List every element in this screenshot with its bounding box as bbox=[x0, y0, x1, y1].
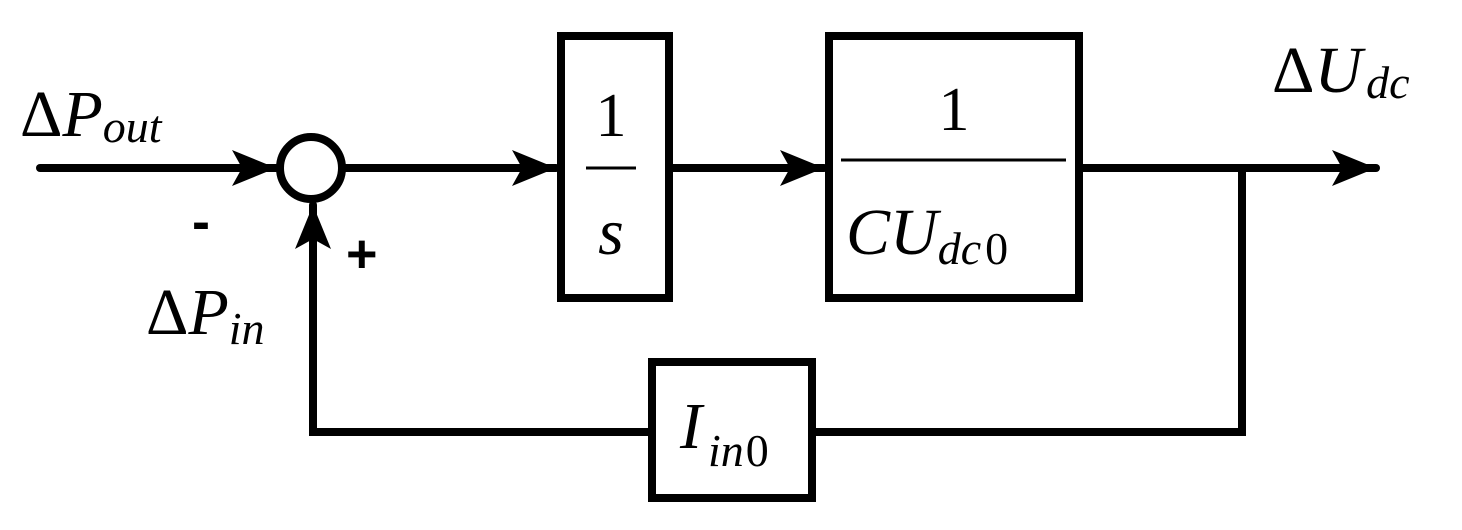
label-delta-p-in: ΔPin bbox=[146, 276, 265, 354]
feedback-line-left bbox=[295, 201, 654, 436]
plus-sign: + bbox=[346, 224, 378, 284]
capacitor-gain-block bbox=[825, 32, 1083, 302]
feedback-line-right bbox=[809, 164, 1246, 436]
label-delta-p-out: ΔPout bbox=[20, 78, 163, 152]
integrator-block bbox=[557, 32, 673, 302]
integrator-numerator: 1 bbox=[596, 82, 627, 150]
label-delta-u-dc: ΔUdc bbox=[1272, 34, 1410, 108]
capacitor-denominator: CUdc0 bbox=[846, 196, 1008, 274]
summing-junction bbox=[276, 133, 346, 203]
integrator-denominator: s bbox=[598, 196, 624, 269]
capacitor-numerator: 1 bbox=[939, 76, 970, 144]
minus-sign: - bbox=[192, 192, 210, 252]
